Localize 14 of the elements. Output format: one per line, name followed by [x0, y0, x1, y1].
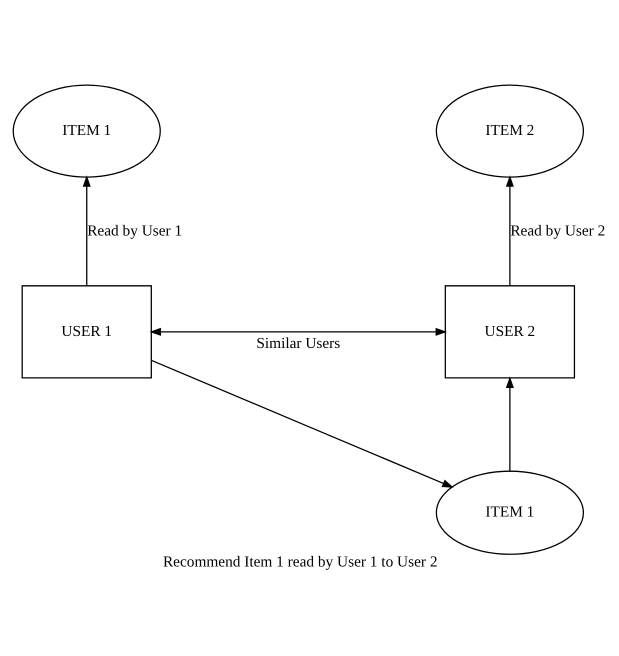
edge-label: Read by User 1 — [87, 222, 182, 240]
arrow — [151, 360, 454, 488]
arrow — [506, 376, 514, 471]
node-label: Recommend Item 1 read by User 1 to User 2 — [162, 554, 438, 571]
edge-label: Similar Users — [256, 334, 340, 352]
node-box: USER 1 — [22, 285, 152, 378]
node-ellipse: ITEM 1 — [436, 470, 584, 555]
arrow — [82, 175, 91, 286]
node-box: USER 2 — [444, 285, 576, 378]
arrow — [506, 175, 514, 286]
node-ellipse: ITEM 2 — [436, 84, 584, 178]
edge-label: Read by User 2 — [510, 222, 606, 240]
arrow — [150, 328, 448, 336]
node-ellipse: ITEM 1 — [12, 84, 161, 178]
